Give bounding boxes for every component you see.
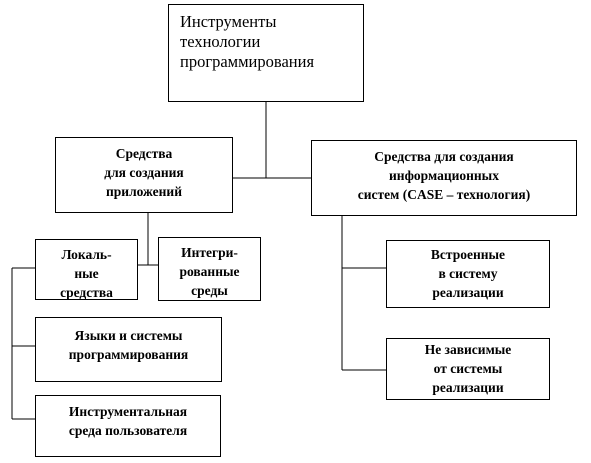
user-env-label: Инструментальная среда пользователя [68, 404, 188, 438]
apps-label: Средства для создания приложений [104, 146, 184, 199]
languages-box [35, 317, 222, 382]
integrated-box [158, 237, 261, 301]
independent-label: Не зависимые от системы реализации [424, 342, 512, 395]
root-label: Инструменты технологии программирования [180, 12, 315, 71]
user-env-box [35, 395, 221, 457]
languages-label: Языки и системы программирования [68, 328, 189, 362]
builtin-box [386, 240, 550, 308]
info-label: Средства для создания информационных сис… [357, 149, 531, 202]
info-box [311, 140, 577, 216]
builtin-label: Встроенные в систему реализации [430, 247, 506, 300]
independent-box [386, 338, 550, 400]
local-box [35, 239, 138, 300]
apps-box [55, 137, 233, 213]
root-box [168, 4, 364, 102]
integrated-label: Интегри- рованные среды [179, 245, 240, 298]
local-label: Локаль- ные средства [60, 247, 113, 300]
